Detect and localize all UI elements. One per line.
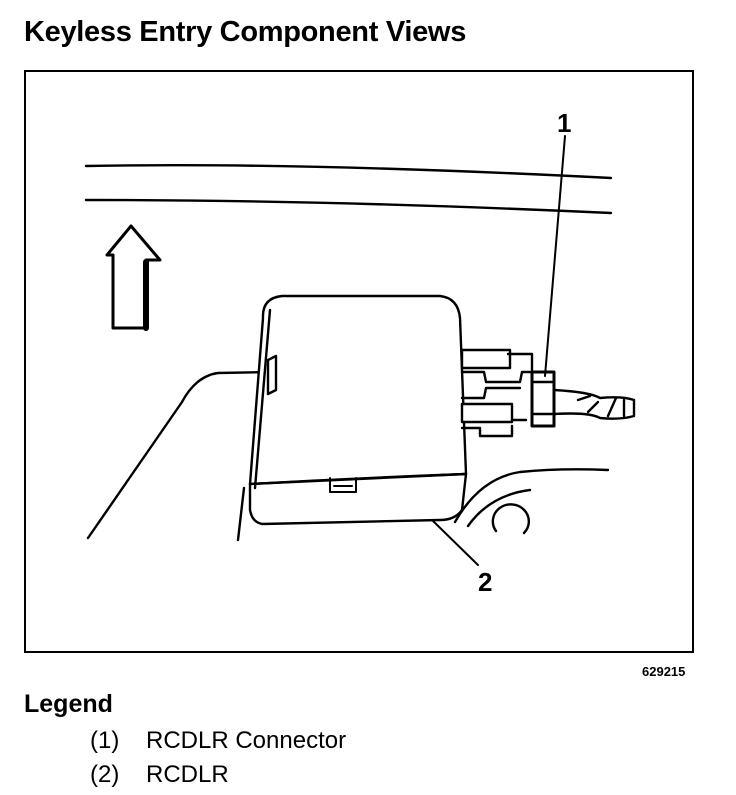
callout-2-leader <box>431 519 479 566</box>
legend-heading: Legend <box>24 690 113 718</box>
rcdlr-module-top-face <box>248 294 468 486</box>
panel-edge-lower <box>84 198 613 215</box>
rcdlr-connector <box>460 348 636 438</box>
legend-item-number: (2) <box>90 761 120 788</box>
panel-edge-upper <box>84 164 613 180</box>
figure-number: 629215 <box>642 664 686 679</box>
wiring-harness <box>552 388 636 420</box>
rcdlr-module <box>236 294 468 542</box>
legend-list: (1) RCDLR Connector (2) RCDLR <box>90 727 346 795</box>
structural-member <box>453 468 610 524</box>
rcdlr-side-clip <box>266 354 278 396</box>
callout-2-label: 2 <box>478 567 492 597</box>
mounting-hole <box>491 503 531 535</box>
legend-item-number: (1) <box>90 727 120 754</box>
callout-1-label: 1 <box>557 108 571 138</box>
legend-item-label: RCDLR Connector <box>146 727 347 754</box>
forward-arrow-icon <box>105 224 162 331</box>
legend-item-label: RCDLR <box>146 761 229 788</box>
rcdlr-module-front-face <box>248 472 468 526</box>
page-title: Keyless Entry Component Views <box>24 16 467 48</box>
rcdlr-latch-tab <box>329 477 357 493</box>
callout-1-leader <box>544 135 566 377</box>
figure-frame <box>24 70 694 653</box>
legend-item-rcdlr: (2) RCDLR <box>90 761 346 795</box>
component-illustration: 1 2 <box>84 108 636 597</box>
legend-item-rcdlr-connector: (1) RCDLR Connector <box>90 727 346 761</box>
mounting-bracket <box>86 370 272 540</box>
